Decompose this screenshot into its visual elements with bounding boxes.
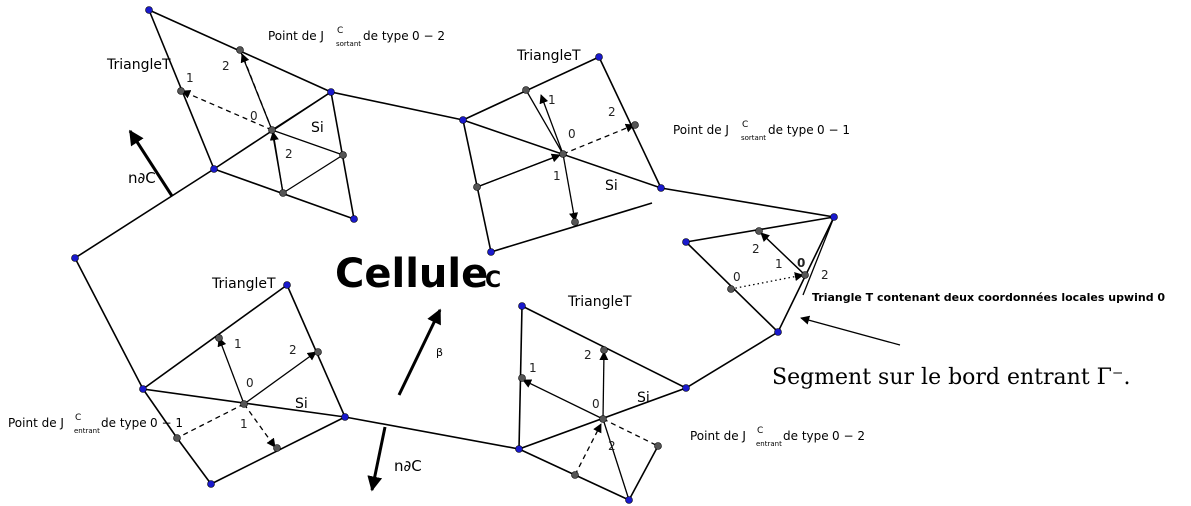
subcell-bottom-right <box>518 305 687 501</box>
svg-text:1: 1 <box>529 361 537 375</box>
normal-arrow-bottom <box>367 426 387 492</box>
local-indices: 1 2 0 2 1 2 0 1 2 1 0 1 2 0 1 1 2 0 2 0 … <box>186 59 829 453</box>
svg-text:2: 2 <box>608 105 616 119</box>
svg-text:Point de J: Point de J <box>673 123 729 137</box>
beta-arrow <box>397 308 442 396</box>
svg-text:2: 2 <box>584 348 592 362</box>
svg-text:2: 2 <box>285 147 293 161</box>
svg-text:0: 0 <box>733 270 741 284</box>
boundary-caption: Segment sur le bord entrant Γ⁻. <box>772 365 1131 390</box>
subcell-bottom-left <box>142 284 346 485</box>
normal-arrow-top <box>128 129 174 197</box>
svg-text:0: 0 <box>250 109 258 123</box>
triangle-label-top-right: TriangleT <box>516 48 581 64</box>
triangle-label-top-left: TriangleT <box>106 57 171 73</box>
si-label-top-left: Si <box>311 120 324 136</box>
svg-text:C: C <box>742 120 748 130</box>
svg-text:de type: de type <box>783 429 829 443</box>
svg-text:Point de J: Point de J <box>8 416 64 430</box>
svg-text:1: 1 <box>775 257 783 271</box>
svg-text:de type: de type <box>101 416 147 430</box>
svg-text:1: 1 <box>548 93 556 107</box>
interior-nodes <box>173 46 809 479</box>
point-type-label-top: Point de J C sortant de type 0 − 2 <box>268 26 445 48</box>
svg-text:entrant: entrant <box>756 440 782 448</box>
normal-label-bottom: n∂C <box>394 457 422 475</box>
svg-text:2: 2 <box>821 268 829 282</box>
svg-text:2: 2 <box>289 343 297 357</box>
point-type-label-right: Point de J C sortant de type 0 − 1 <box>673 120 850 142</box>
upwind-pointer <box>802 216 835 296</box>
point-type-label-bottom-left: Point de J C entrant de type 0 − 1 <box>8 413 183 435</box>
subcell-top-right <box>462 56 662 253</box>
boundary-vertices <box>71 6 838 504</box>
svg-text:de type: de type <box>363 29 409 43</box>
svg-text:1: 1 <box>234 337 242 351</box>
point-type-label-bottom-right: Point de J C entrant de type 0 − 2 <box>690 426 865 448</box>
cell-title: Cellule <box>335 251 488 297</box>
svg-text:0 − 2: 0 − 2 <box>412 29 445 43</box>
svg-text:de type: de type <box>768 123 814 137</box>
svg-text:2: 2 <box>608 439 616 453</box>
cell-letter: C <box>485 268 501 293</box>
svg-text:0 − 2: 0 − 2 <box>832 429 865 443</box>
si-label-top-right: Si <box>605 178 618 194</box>
svg-text:0: 0 <box>246 376 254 390</box>
svg-text:C: C <box>757 426 763 436</box>
svg-text:1: 1 <box>240 417 248 431</box>
boundary-pointer <box>800 315 901 346</box>
svg-text:0: 0 <box>592 397 600 411</box>
svg-text:Point de J: Point de J <box>268 29 324 43</box>
triangle-label-bottom-left: TriangleT <box>211 276 276 292</box>
svg-text:C: C <box>75 413 81 423</box>
svg-text:0 − 1: 0 − 1 <box>817 123 850 137</box>
svg-text:0: 0 <box>797 256 805 270</box>
svg-text:1: 1 <box>553 169 561 183</box>
svg-text:Point de J: Point de J <box>690 429 746 443</box>
svg-text:C: C <box>337 26 343 36</box>
beta-label: β <box>436 346 443 359</box>
triangle-label-bottom-right: TriangleT <box>567 294 632 310</box>
svg-text:sortant: sortant <box>741 134 766 142</box>
svg-text:0 − 1: 0 − 1 <box>150 416 183 430</box>
svg-text:1: 1 <box>186 71 194 85</box>
svg-text:entrant: entrant <box>74 427 100 435</box>
normal-label-top: n∂C <box>128 169 156 187</box>
upwind-caption: Triangle T contenant deux coordonnées lo… <box>812 291 1165 304</box>
svg-text:2: 2 <box>222 59 230 73</box>
si-label-bottom-right: Si <box>637 390 650 406</box>
svg-text:2: 2 <box>752 242 760 256</box>
svg-text:0: 0 <box>568 127 576 141</box>
svg-text:sortant: sortant <box>336 40 361 48</box>
si-label-bottom-left: Si <box>295 396 308 412</box>
